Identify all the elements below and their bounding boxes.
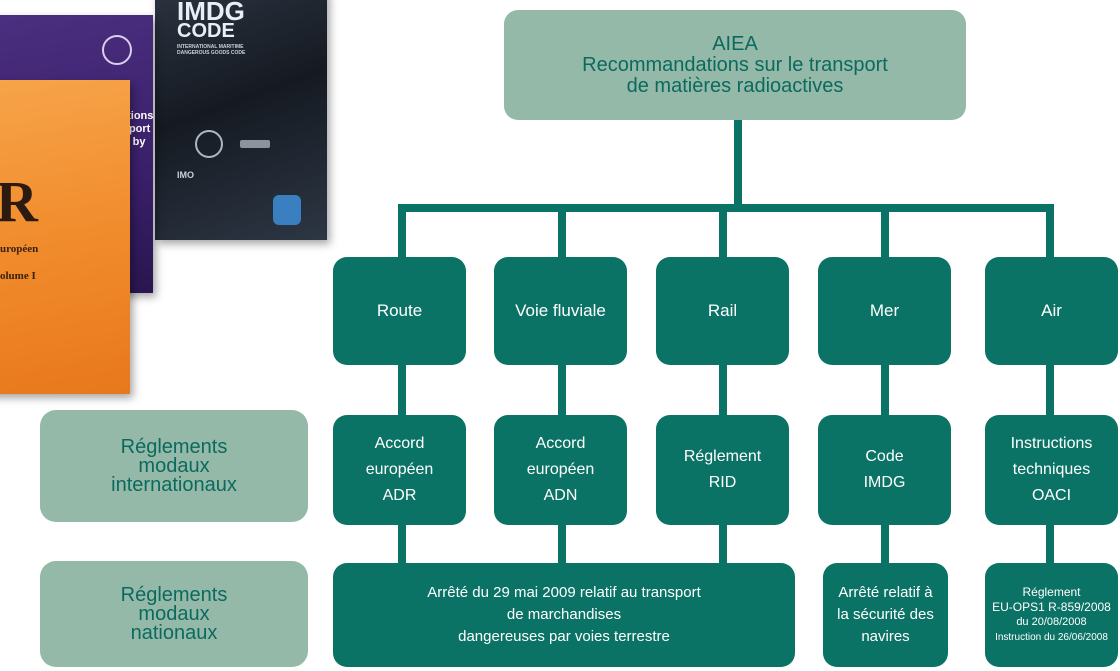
book-covers-illustration: IMDG CODE INTERNATIONAL MARITIME DANGERO… <box>0 0 330 400</box>
mode-air-box: Air <box>985 257 1118 365</box>
national-land-line-3: dangereuses par voies terrestre <box>458 628 670 645</box>
link-oaci-national <box>1046 520 1054 565</box>
imdg-small-1: INTERNATIONAL MARITIME <box>177 44 244 50</box>
mode-air-label: Air <box>1041 301 1062 320</box>
drop-route <box>398 204 406 264</box>
drop-voie <box>558 204 566 264</box>
reg-adn-line-3: ADN <box>543 487 578 504</box>
row-label-national-line-2: modaux <box>138 602 210 625</box>
link-adn-national <box>558 520 566 565</box>
root-aiea-box: AIEA Recommandations sur le transport de… <box>504 10 966 120</box>
imdg-code-book-cover: IMDG CODE INTERNATIONAL MARITIME DANGERO… <box>155 0 327 240</box>
national-sea-line-1: Arrêté relatif à <box>838 584 933 601</box>
reg-imdg-line-2: IMDG <box>863 474 906 491</box>
icao-emblem-icon <box>102 35 132 65</box>
adr-line-2: olume I <box>0 270 36 282</box>
reg-oaci-line-1: Instructions <box>1010 435 1093 452</box>
national-sea-line-3: navires <box>861 628 910 645</box>
link-route-adr <box>398 360 406 420</box>
reg-rid-line-2: RID <box>708 474 737 491</box>
imdg-subtitle: CODE <box>177 20 235 42</box>
mode-voie-fluviale-box: Voie fluviale <box>494 257 627 365</box>
national-air-line-4: Instruction du 26/06/2008 <box>995 632 1108 643</box>
reg-adr-line-2: européen <box>365 461 434 478</box>
reg-imdg-box: Code IMDG <box>818 415 951 525</box>
national-sea-line-2: la sécurité des <box>837 606 934 623</box>
root-line-1: AIEA <box>712 32 758 55</box>
imdg-small-2: DANGEROUS GOODS CODE <box>177 50 246 56</box>
national-land-line-2: de marchandises <box>506 606 622 623</box>
row-label-national: Réglements modaux nationaux <box>40 561 308 667</box>
mode-route-box: Route <box>333 257 466 365</box>
link-voie-adn <box>558 360 566 420</box>
national-air-line-1: Réglement <box>1022 585 1081 599</box>
link-imdg-national <box>881 520 889 565</box>
reg-adn-line-2: européen <box>526 461 595 478</box>
drop-mer <box>881 204 889 264</box>
reg-oaci-line-2: techniques <box>1012 461 1091 478</box>
row-label-international-line-1: Réglements <box>120 435 228 458</box>
row-label-international-line-3: internationaux <box>111 473 237 496</box>
root-stem <box>734 120 742 206</box>
reg-oaci-box: Instructions techniques OACI <box>985 415 1118 525</box>
national-land-box: Arrêté du 29 mai 2009 relatif au transpo… <box>333 563 795 667</box>
mode-route-label: Route <box>376 301 423 320</box>
hazard-symbol-icon <box>195 130 223 158</box>
imdg-title: IMDG <box>177 0 245 26</box>
link-mer-imdg <box>881 360 889 420</box>
drop-rail <box>719 204 727 264</box>
reg-adn-line-1: Accord <box>535 435 586 452</box>
national-air-box: Réglement EU-OPS1 R-859/2008 du 20/08/20… <box>985 563 1118 667</box>
reg-imdg-line-1: Code <box>865 448 904 465</box>
reg-rid-line-1: Réglement <box>683 448 762 465</box>
root-line-3: de matières radioactives <box>626 74 844 97</box>
ship-icon <box>240 140 270 148</box>
root-line-2: Recommandations sur le transport <box>582 53 888 76</box>
adr-title-letter: R <box>0 169 38 234</box>
mode-mer-box: Mer <box>818 257 951 365</box>
reg-oaci-line-3: OACI <box>1031 487 1072 504</box>
reg-rid-box: Réglement RID <box>656 415 789 525</box>
row-label-international: Réglements modaux internationaux <box>40 410 308 522</box>
link-air-oaci <box>1046 360 1054 420</box>
link-rail-rid <box>719 360 727 420</box>
adr-book-cover: R uropéen olume I <box>0 80 130 394</box>
national-sea-box: Arrêté relatif à la sécurité des navires <box>823 563 948 667</box>
national-land-line-1: Arrêté du 29 mai 2009 relatif au transpo… <box>427 584 701 601</box>
link-adr-national <box>398 520 406 565</box>
reg-adn-box: Accord européen ADN <box>494 415 627 525</box>
national-air-line-2: EU-OPS1 R-859/2008 <box>992 600 1111 614</box>
national-air-line-3: du 20/08/2008 <box>1016 616 1087 628</box>
link-rid-national <box>719 520 727 565</box>
imo-emblem-icon <box>273 195 301 225</box>
drop-air <box>1046 204 1054 264</box>
row-label-national-line-3: nationaux <box>130 621 218 644</box>
row-label-national-line-1: Réglements <box>120 583 228 606</box>
reg-adr-box: Accord européen ADR <box>333 415 466 525</box>
row-label-international-line-2: modaux <box>138 454 210 477</box>
mode-mer-label: Mer <box>869 301 900 320</box>
mode-rail-box: Rail <box>656 257 789 365</box>
mode-rail-label: Rail <box>707 301 738 320</box>
adr-line-1: uropéen <box>0 243 39 255</box>
reg-adr-line-3: ADR <box>382 487 417 504</box>
reg-adr-line-1: Accord <box>374 435 425 452</box>
mode-voie-fluviale-label: Voie fluviale <box>515 301 606 320</box>
imdg-org: IMO <box>177 170 194 180</box>
